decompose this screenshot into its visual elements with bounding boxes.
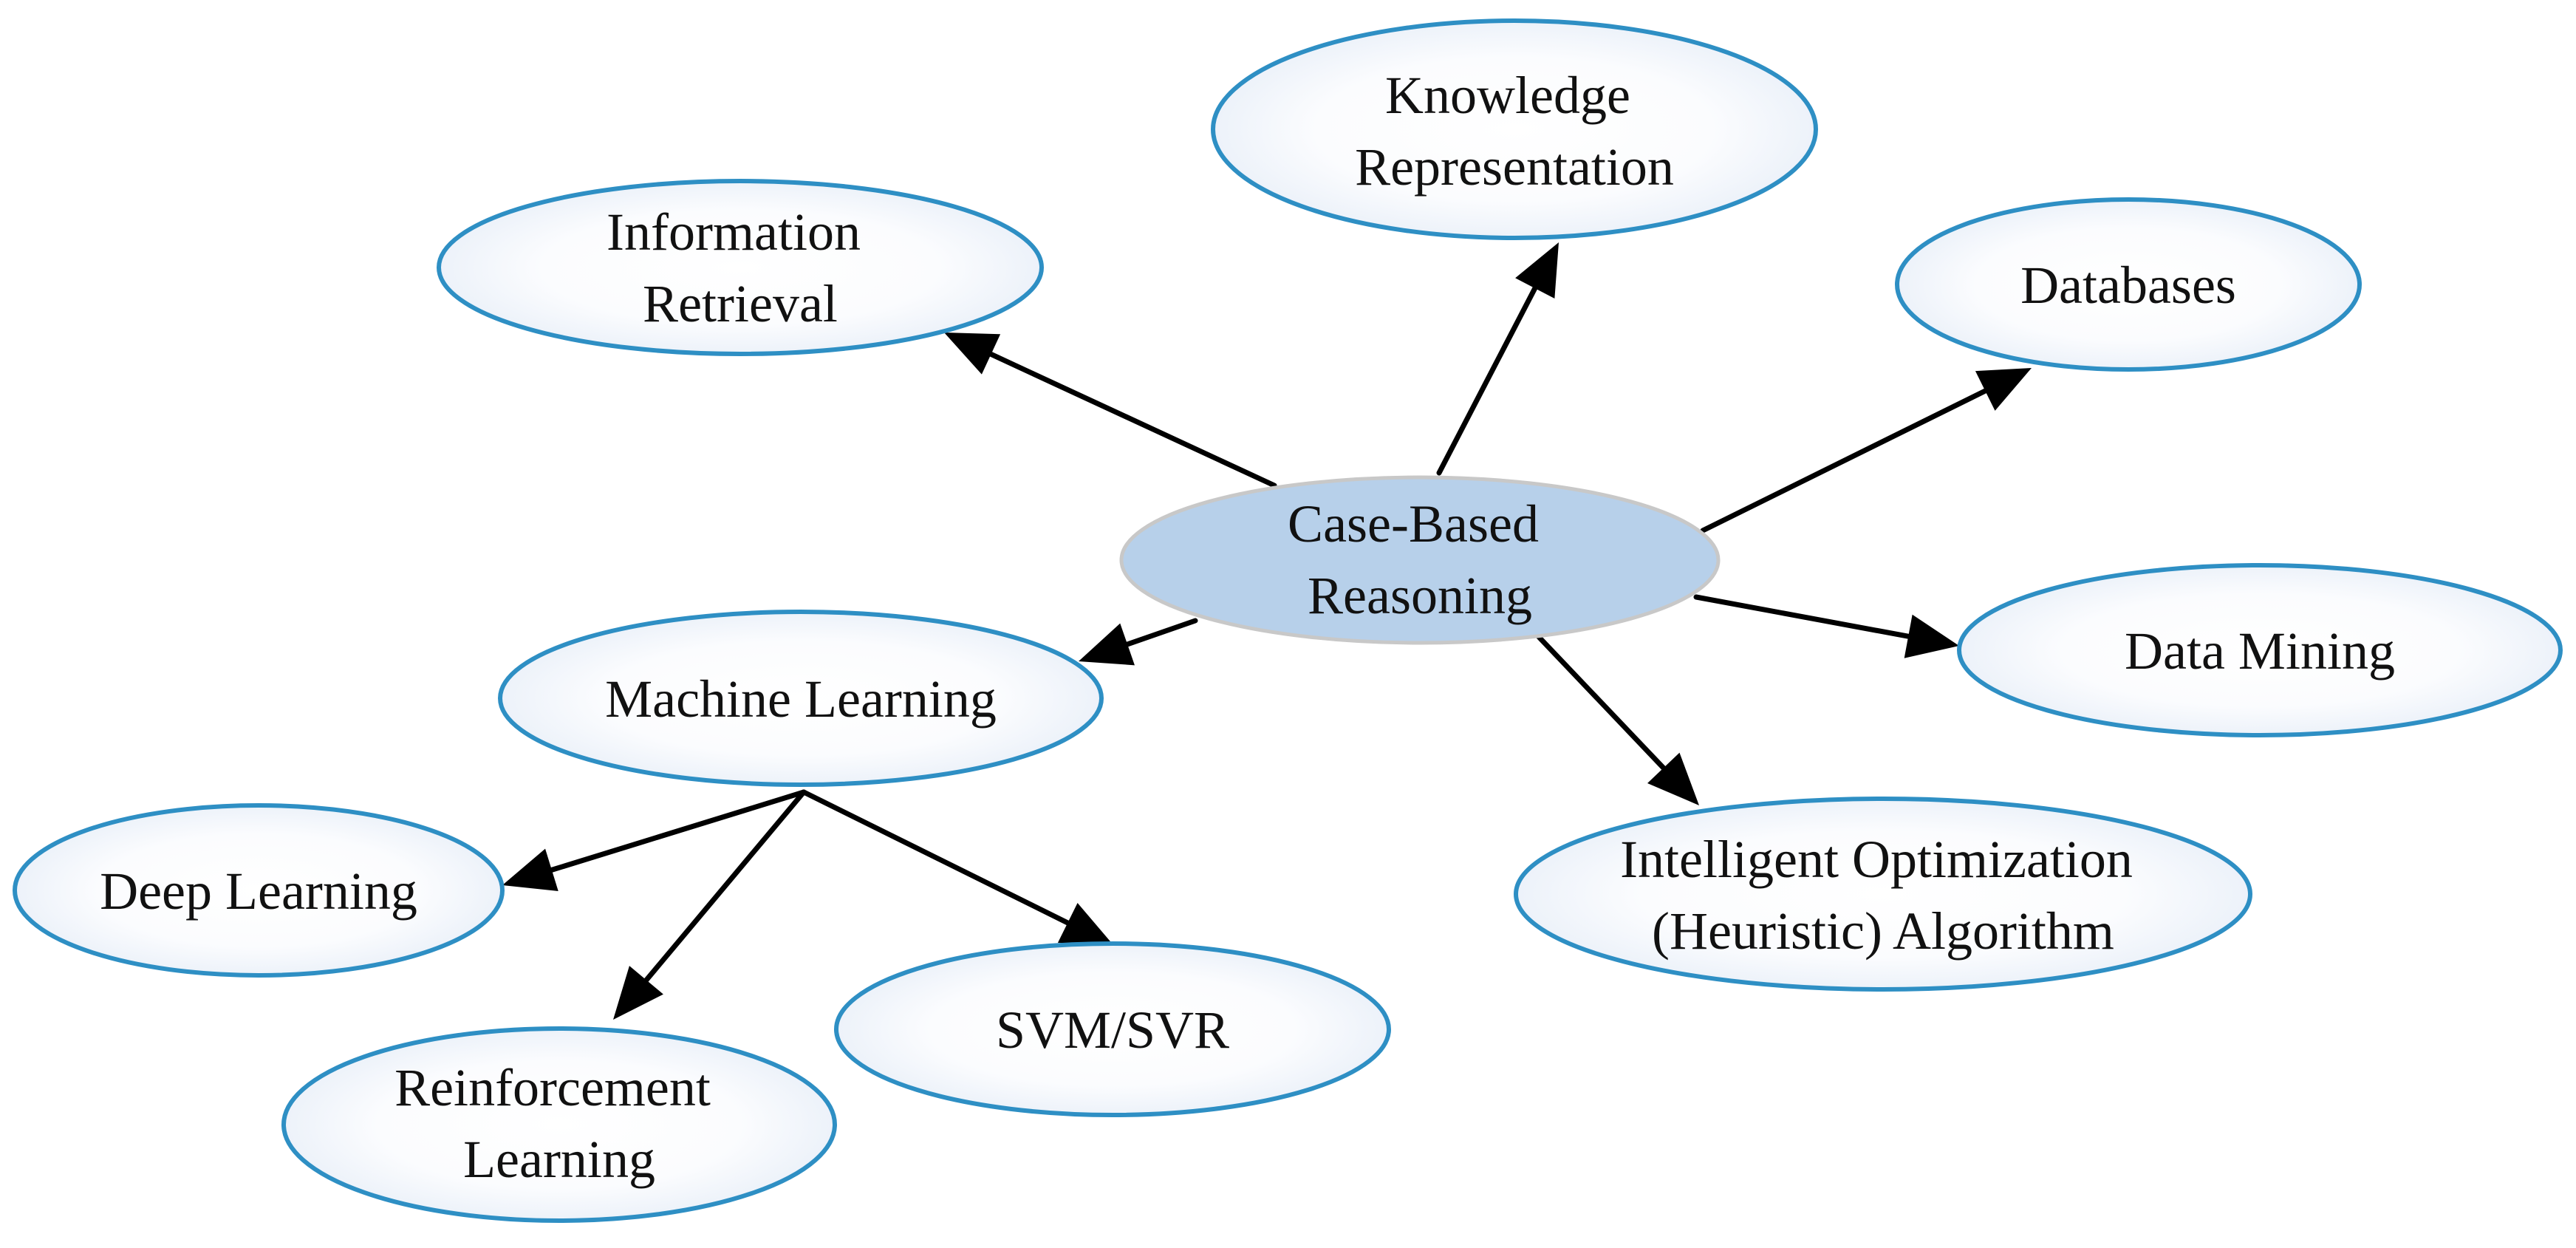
svg-text:Machine Learning: Machine Learning [605, 669, 997, 729]
reinforcement-learning-label-line-2: Learning [463, 1130, 655, 1189]
node-data-mining[interactable]: Data Mining [1957, 563, 2563, 737]
arrow-shaft [641, 789, 807, 985]
arrow-center-to-data-mining [1693, 594, 1959, 658]
arrowhead [944, 333, 1001, 375]
node-intelligent-optimization[interactable]: Intelligent Optimization (Heuristic) Alg… [1514, 797, 2252, 992]
arrowhead [613, 966, 663, 1020]
svg-text:Databases: Databases [2020, 256, 2236, 315]
arrow-shaft [1436, 283, 1540, 476]
arrowhead [1975, 368, 2032, 411]
arrowhead [1057, 903, 1114, 946]
arrow-machine-learning-to-reinforcement-learning [613, 789, 807, 1020]
arrow-machine-learning-to-deep-learning [502, 789, 807, 892]
svg-text:Information Retrieval: Information Retrieval [607, 202, 874, 333]
svm-svr-label: SVM/SVR [996, 1000, 1229, 1060]
data-mining-label: Data Mining [2125, 621, 2395, 681]
svg-text:Deep Learning: Deep Learning [100, 862, 417, 921]
svg-text:Case-Based Reasoning: Case-Based Reasoning [1288, 494, 1552, 625]
arrow-shaft [1693, 594, 1914, 640]
arrowhead [1515, 242, 1559, 299]
svg-text:Data Mining: Data Mining [2125, 621, 2395, 681]
node-knowledge-representation[interactable]: Knowledge Representation [1211, 18, 1818, 240]
information-retrieval-label-line-1: Information [607, 202, 861, 262]
node-databases[interactable]: Databases [1895, 197, 2362, 372]
arrowhead [1079, 623, 1135, 666]
center-node-label-line-1: Case-Based [1288, 494, 1539, 553]
svg-text:Knowledge Representation: Knowledge Representation [1355, 66, 1674, 197]
intelligent-optimization-label-line-1: Intelligent Optimization [1620, 830, 2133, 889]
information-retrieval-label-line-2: Retrieval [643, 274, 838, 333]
svg-text:Intelligent Optimization: Intelligent Optimization (Heuristic) Alg… [1620, 830, 2146, 961]
center-node-label-line-2: Reasoning [1308, 566, 1532, 625]
node-deep-learning[interactable]: Deep Learning [13, 803, 505, 978]
arrow-shaft [985, 350, 1277, 488]
arrow-center-to-knowledge-representation [1436, 242, 1559, 476]
arrow-shaft [546, 789, 807, 874]
node-reinforcement-learning[interactable]: Reinforcement Learning [281, 1026, 837, 1223]
deep-learning-label: Deep Learning [100, 862, 417, 921]
arrowhead [502, 848, 558, 892]
machine-learning-label: Machine Learning [605, 669, 997, 729]
arrowhead [1904, 614, 1959, 658]
arrow-center-to-databases [1700, 368, 2032, 533]
arrow-center-to-machine-learning [1079, 618, 1198, 666]
arrowhead [1647, 752, 1699, 805]
arrow-shaft [1700, 386, 1991, 533]
arrow-machine-learning-to-svm-svr [801, 789, 1114, 946]
arrow-center-to-intelligent-optimization [1536, 634, 1699, 805]
node-information-retrieval[interactable]: Information Retrieval [437, 179, 1044, 356]
svg-text:SVM/SVR: SVM/SVR [996, 1000, 1229, 1060]
node-machine-learning[interactable]: Machine Learning [498, 610, 1104, 787]
arrow-shaft [1536, 634, 1668, 773]
knowledge-representation-label-line-2: Representation [1355, 137, 1674, 197]
knowledge-representation-label-line-1: Knowledge [1385, 66, 1630, 125]
arrow-center-to-information-retrieval [944, 333, 1277, 488]
intelligent-optimization-label-line-2: (Heuristic) Algorithm [1652, 901, 2114, 961]
databases-label: Databases [2020, 256, 2236, 315]
center-node-case-based-reasoning[interactable]: Case-Based Reasoning [1119, 475, 1721, 645]
arrow-shaft [1121, 618, 1198, 648]
arrows-layer [502, 242, 2032, 1020]
reinforcement-learning-label-line-1: Reinforcement [394, 1058, 711, 1117]
svg-text:Reinforcement Learning: Reinforcement Learning [394, 1058, 724, 1189]
node-svm-svr[interactable]: SVM/SVR [834, 941, 1391, 1117]
arrow-shaft [801, 789, 1073, 927]
